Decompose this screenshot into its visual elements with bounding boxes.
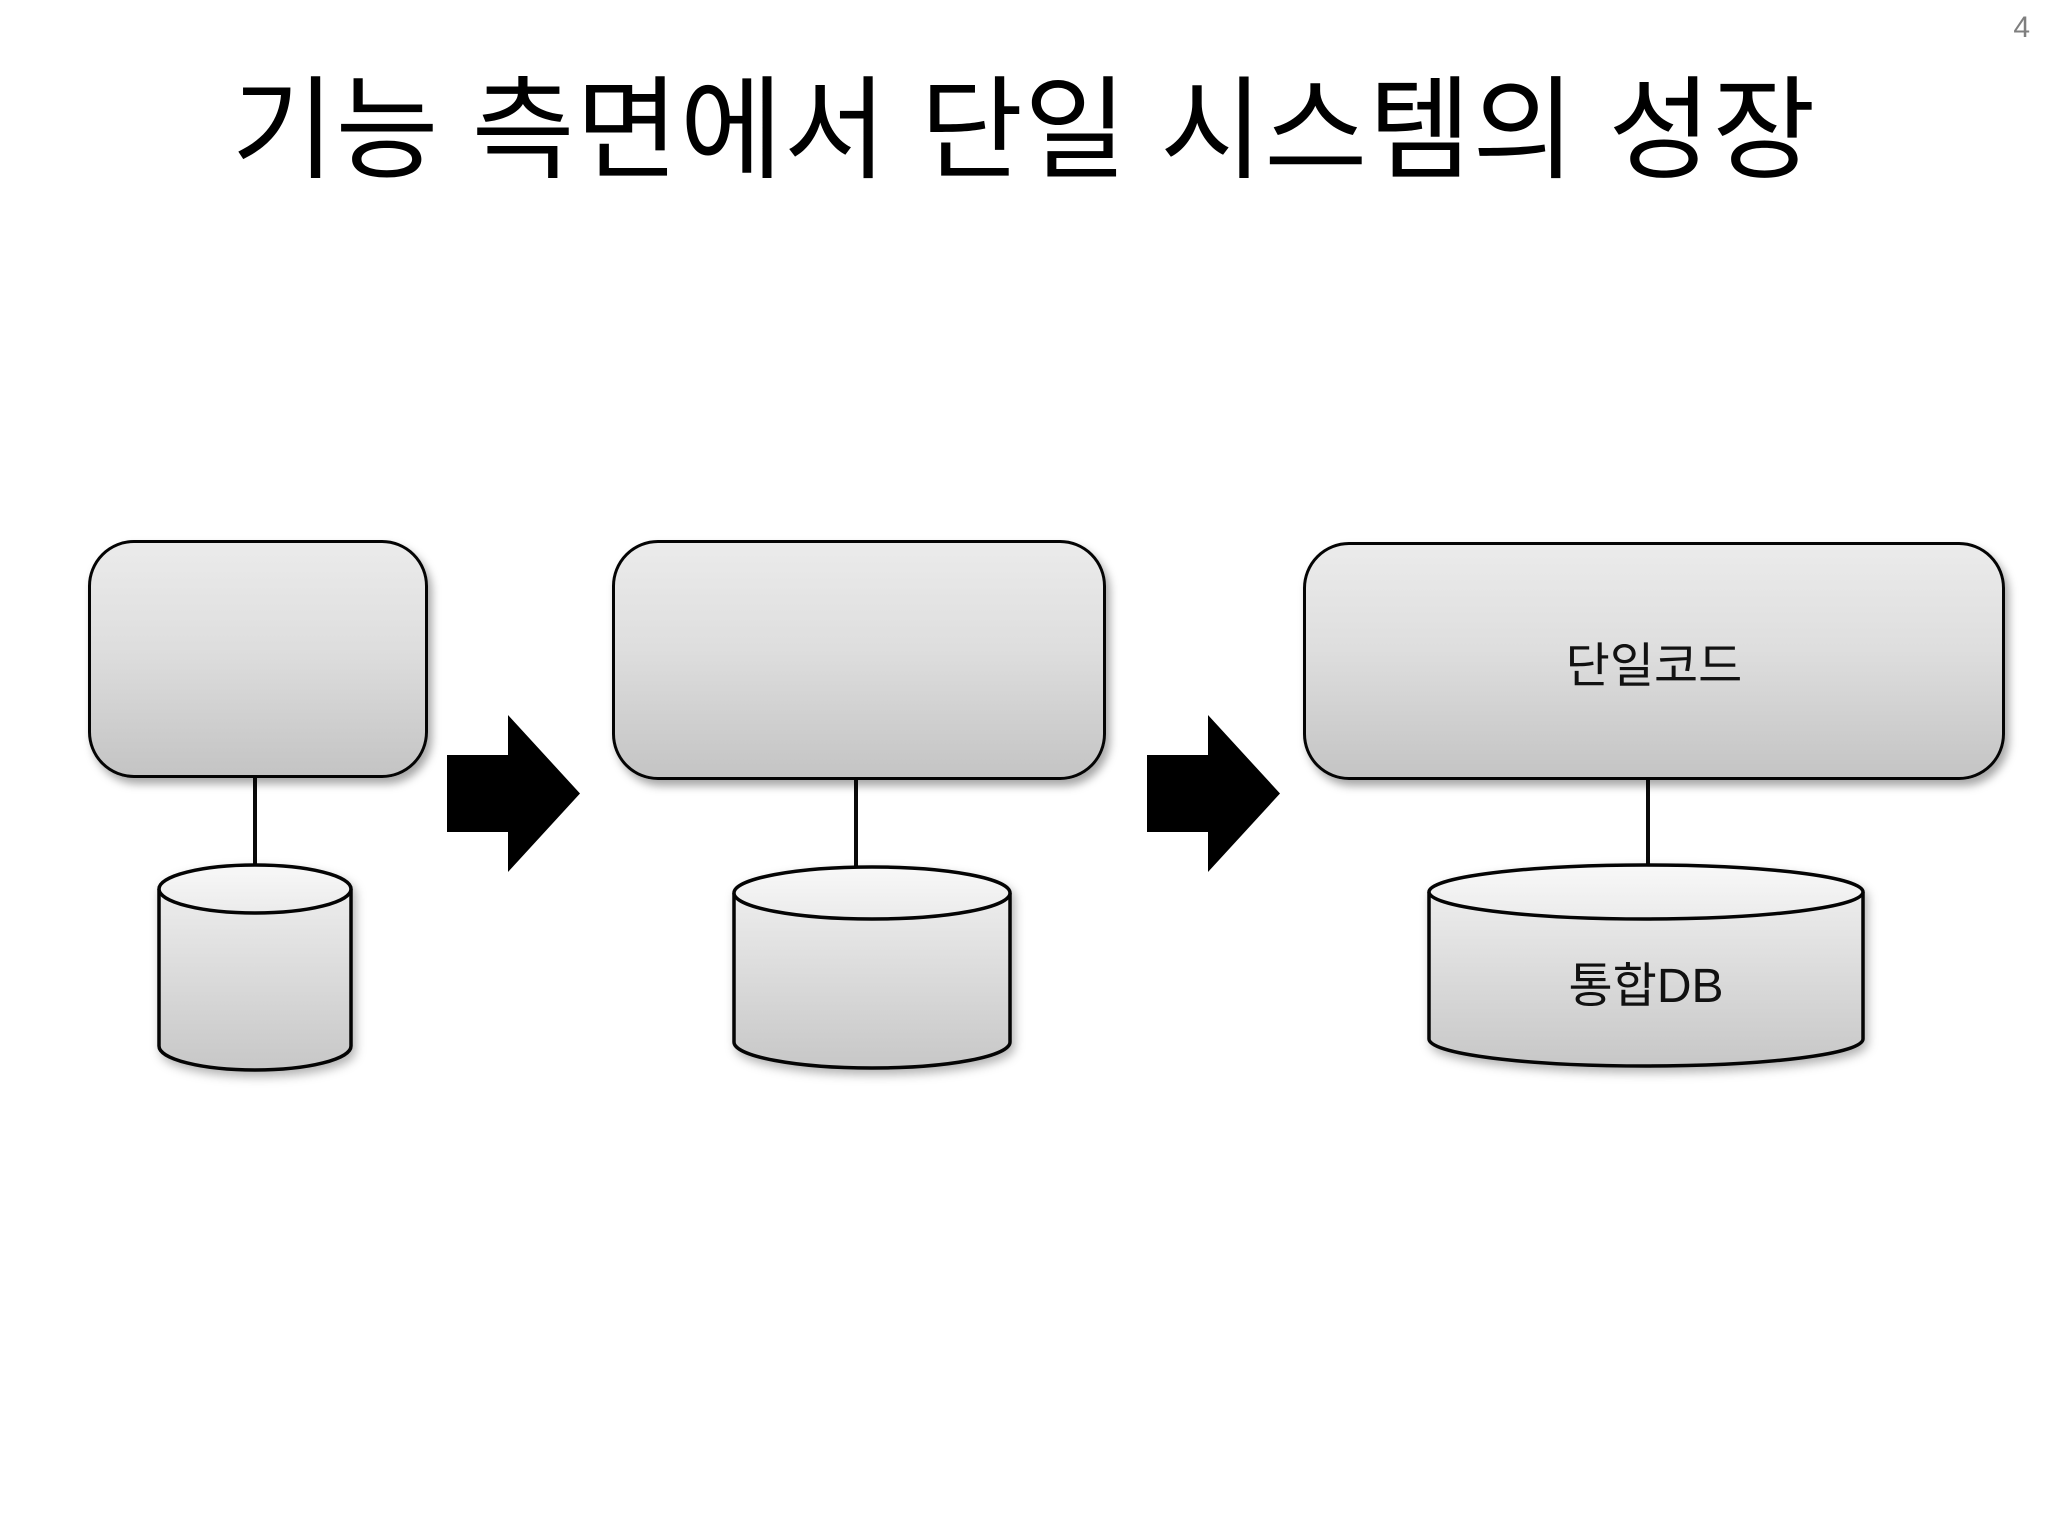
stage-2-database-cylinder-icon [732, 865, 1012, 1070]
arrow-right-icon [447, 715, 580, 872]
stage-3-system-box: 단일코드 [1303, 542, 2005, 780]
connector-line-stage-1 [253, 776, 257, 876]
page-number: 4 [2013, 11, 2030, 44]
connector-line-stage-3 [1646, 776, 1650, 876]
stage-2-system-box [612, 540, 1106, 780]
stage-3-database-cylinder-icon [1427, 863, 1865, 1068]
arrow-right-icon [1147, 715, 1280, 872]
stage-1-system-box [88, 540, 428, 778]
stage-3-system-label: 단일코드 [1565, 640, 1743, 693]
connector-line-stage-2 [854, 776, 858, 876]
stage-1-database-cylinder-icon [157, 863, 353, 1072]
slide-title: 기능 측면에서 단일 시스템의 성장 [231, 68, 1817, 193]
